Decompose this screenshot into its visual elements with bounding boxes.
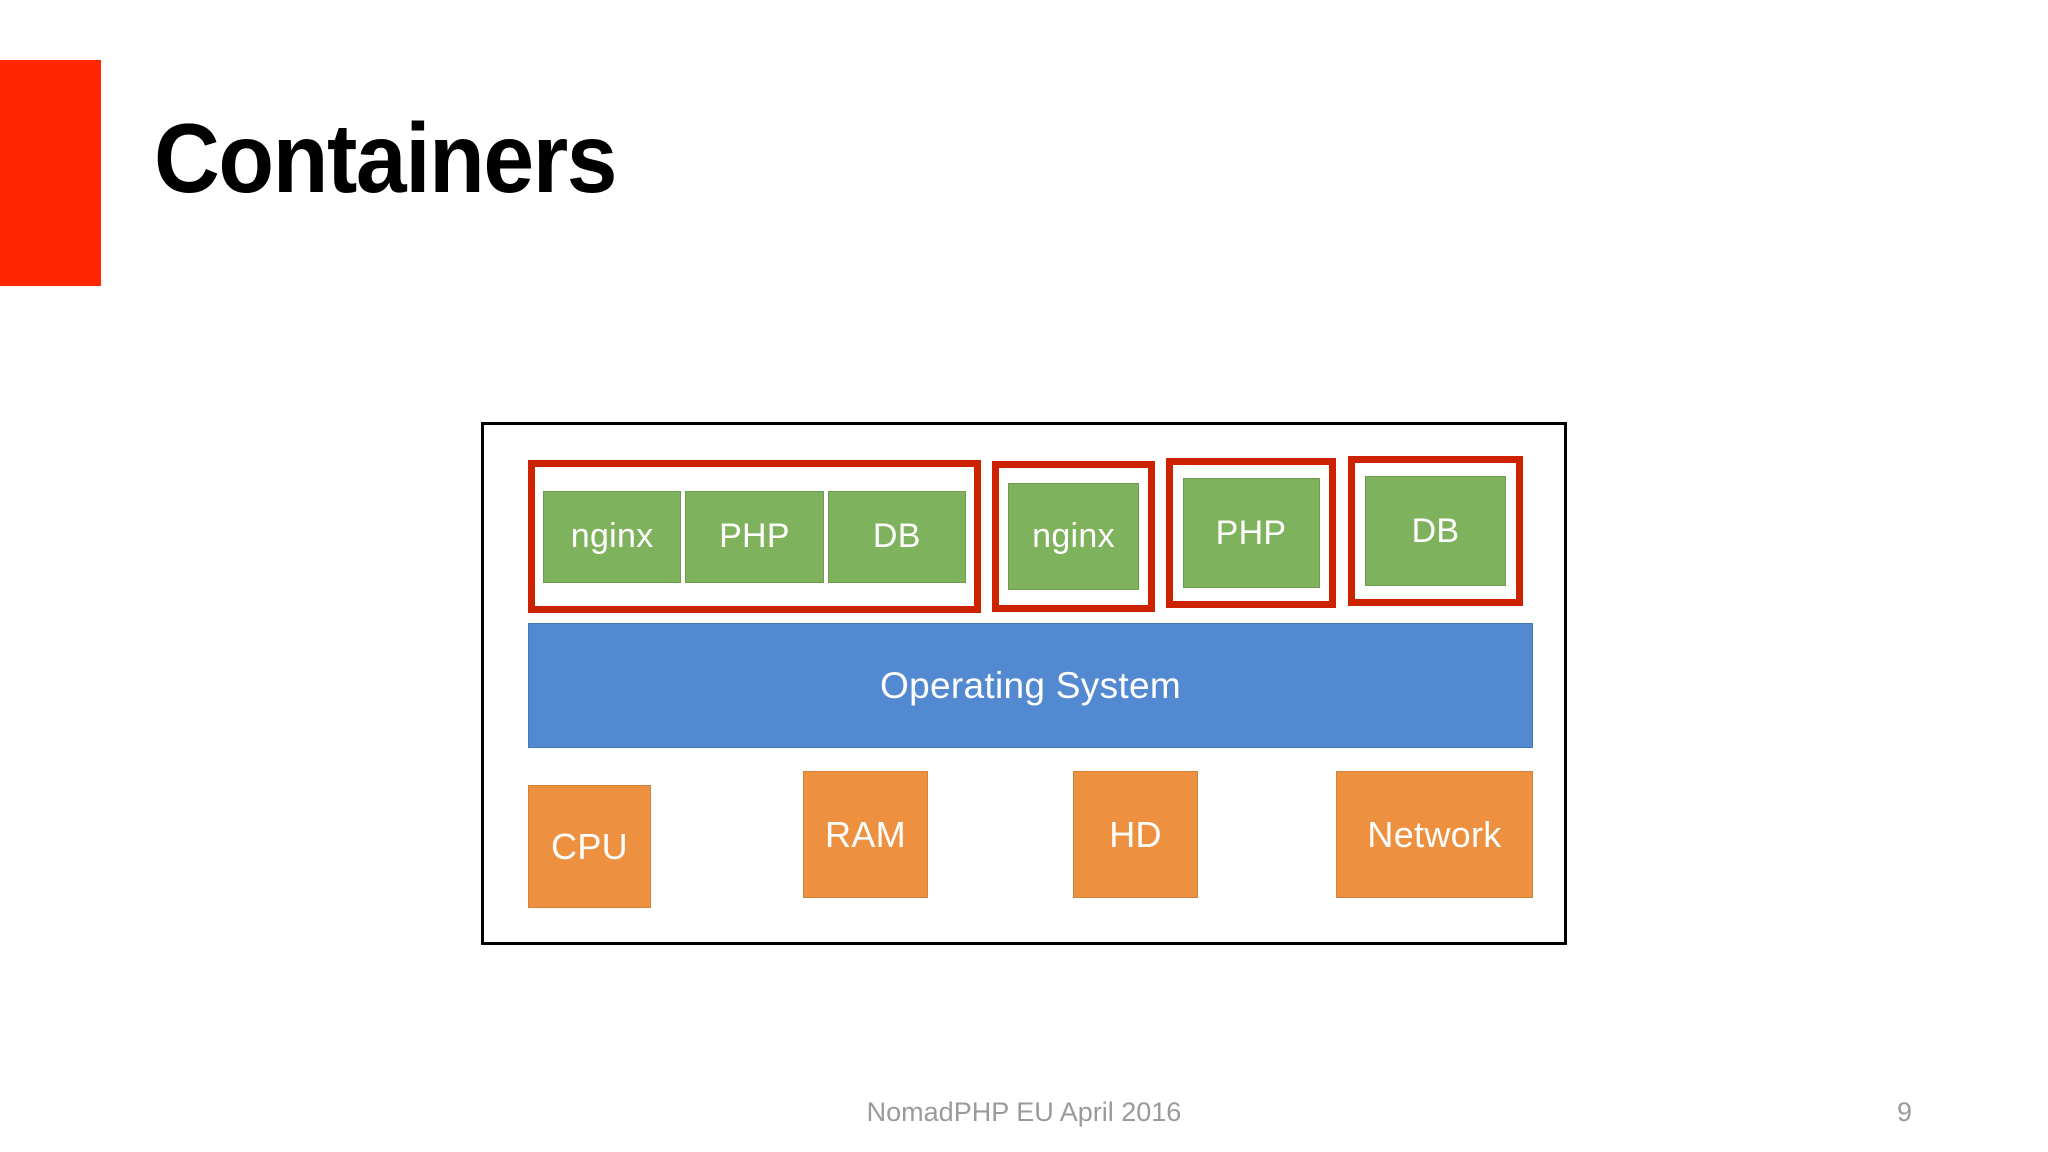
container-group-db: DB: [1348, 456, 1523, 606]
container-group-nginx: nginx: [992, 461, 1155, 612]
container-group-contents: nginx: [999, 468, 1148, 605]
page-number: 9: [1896, 1097, 1912, 1127]
service-box-php: PHP: [1182, 478, 1320, 588]
service-box-nginx: nginx: [1008, 483, 1139, 590]
service-box-db: DB: [1365, 476, 1506, 586]
service-box-php: PHP: [685, 490, 824, 583]
hardware-box-cpu: CPU: [528, 785, 651, 908]
operating-system-layer: Operating System: [528, 623, 1533, 748]
container-group-contents: PHP: [1173, 465, 1329, 601]
hardware-box-network: Network: [1336, 771, 1533, 898]
footer-text: NomadPHP EU April 2016: [866, 1097, 1182, 1127]
architecture-diagram: nginx PHP DB nginx PHP DB Operating Syst…: [481, 422, 1567, 945]
accent-bar: [0, 60, 101, 286]
page-title: Containers: [154, 103, 617, 213]
container-group-contents: DB: [1355, 463, 1516, 599]
container-group-multi: nginx PHP DB: [528, 460, 981, 613]
hardware-box-hd: HD: [1073, 771, 1198, 898]
hardware-box-ram: RAM: [803, 771, 928, 898]
container-group-php: PHP: [1166, 458, 1336, 608]
service-box-db: DB: [827, 490, 966, 583]
service-box-nginx: nginx: [543, 490, 682, 583]
container-group-contents: nginx PHP DB: [535, 467, 974, 606]
